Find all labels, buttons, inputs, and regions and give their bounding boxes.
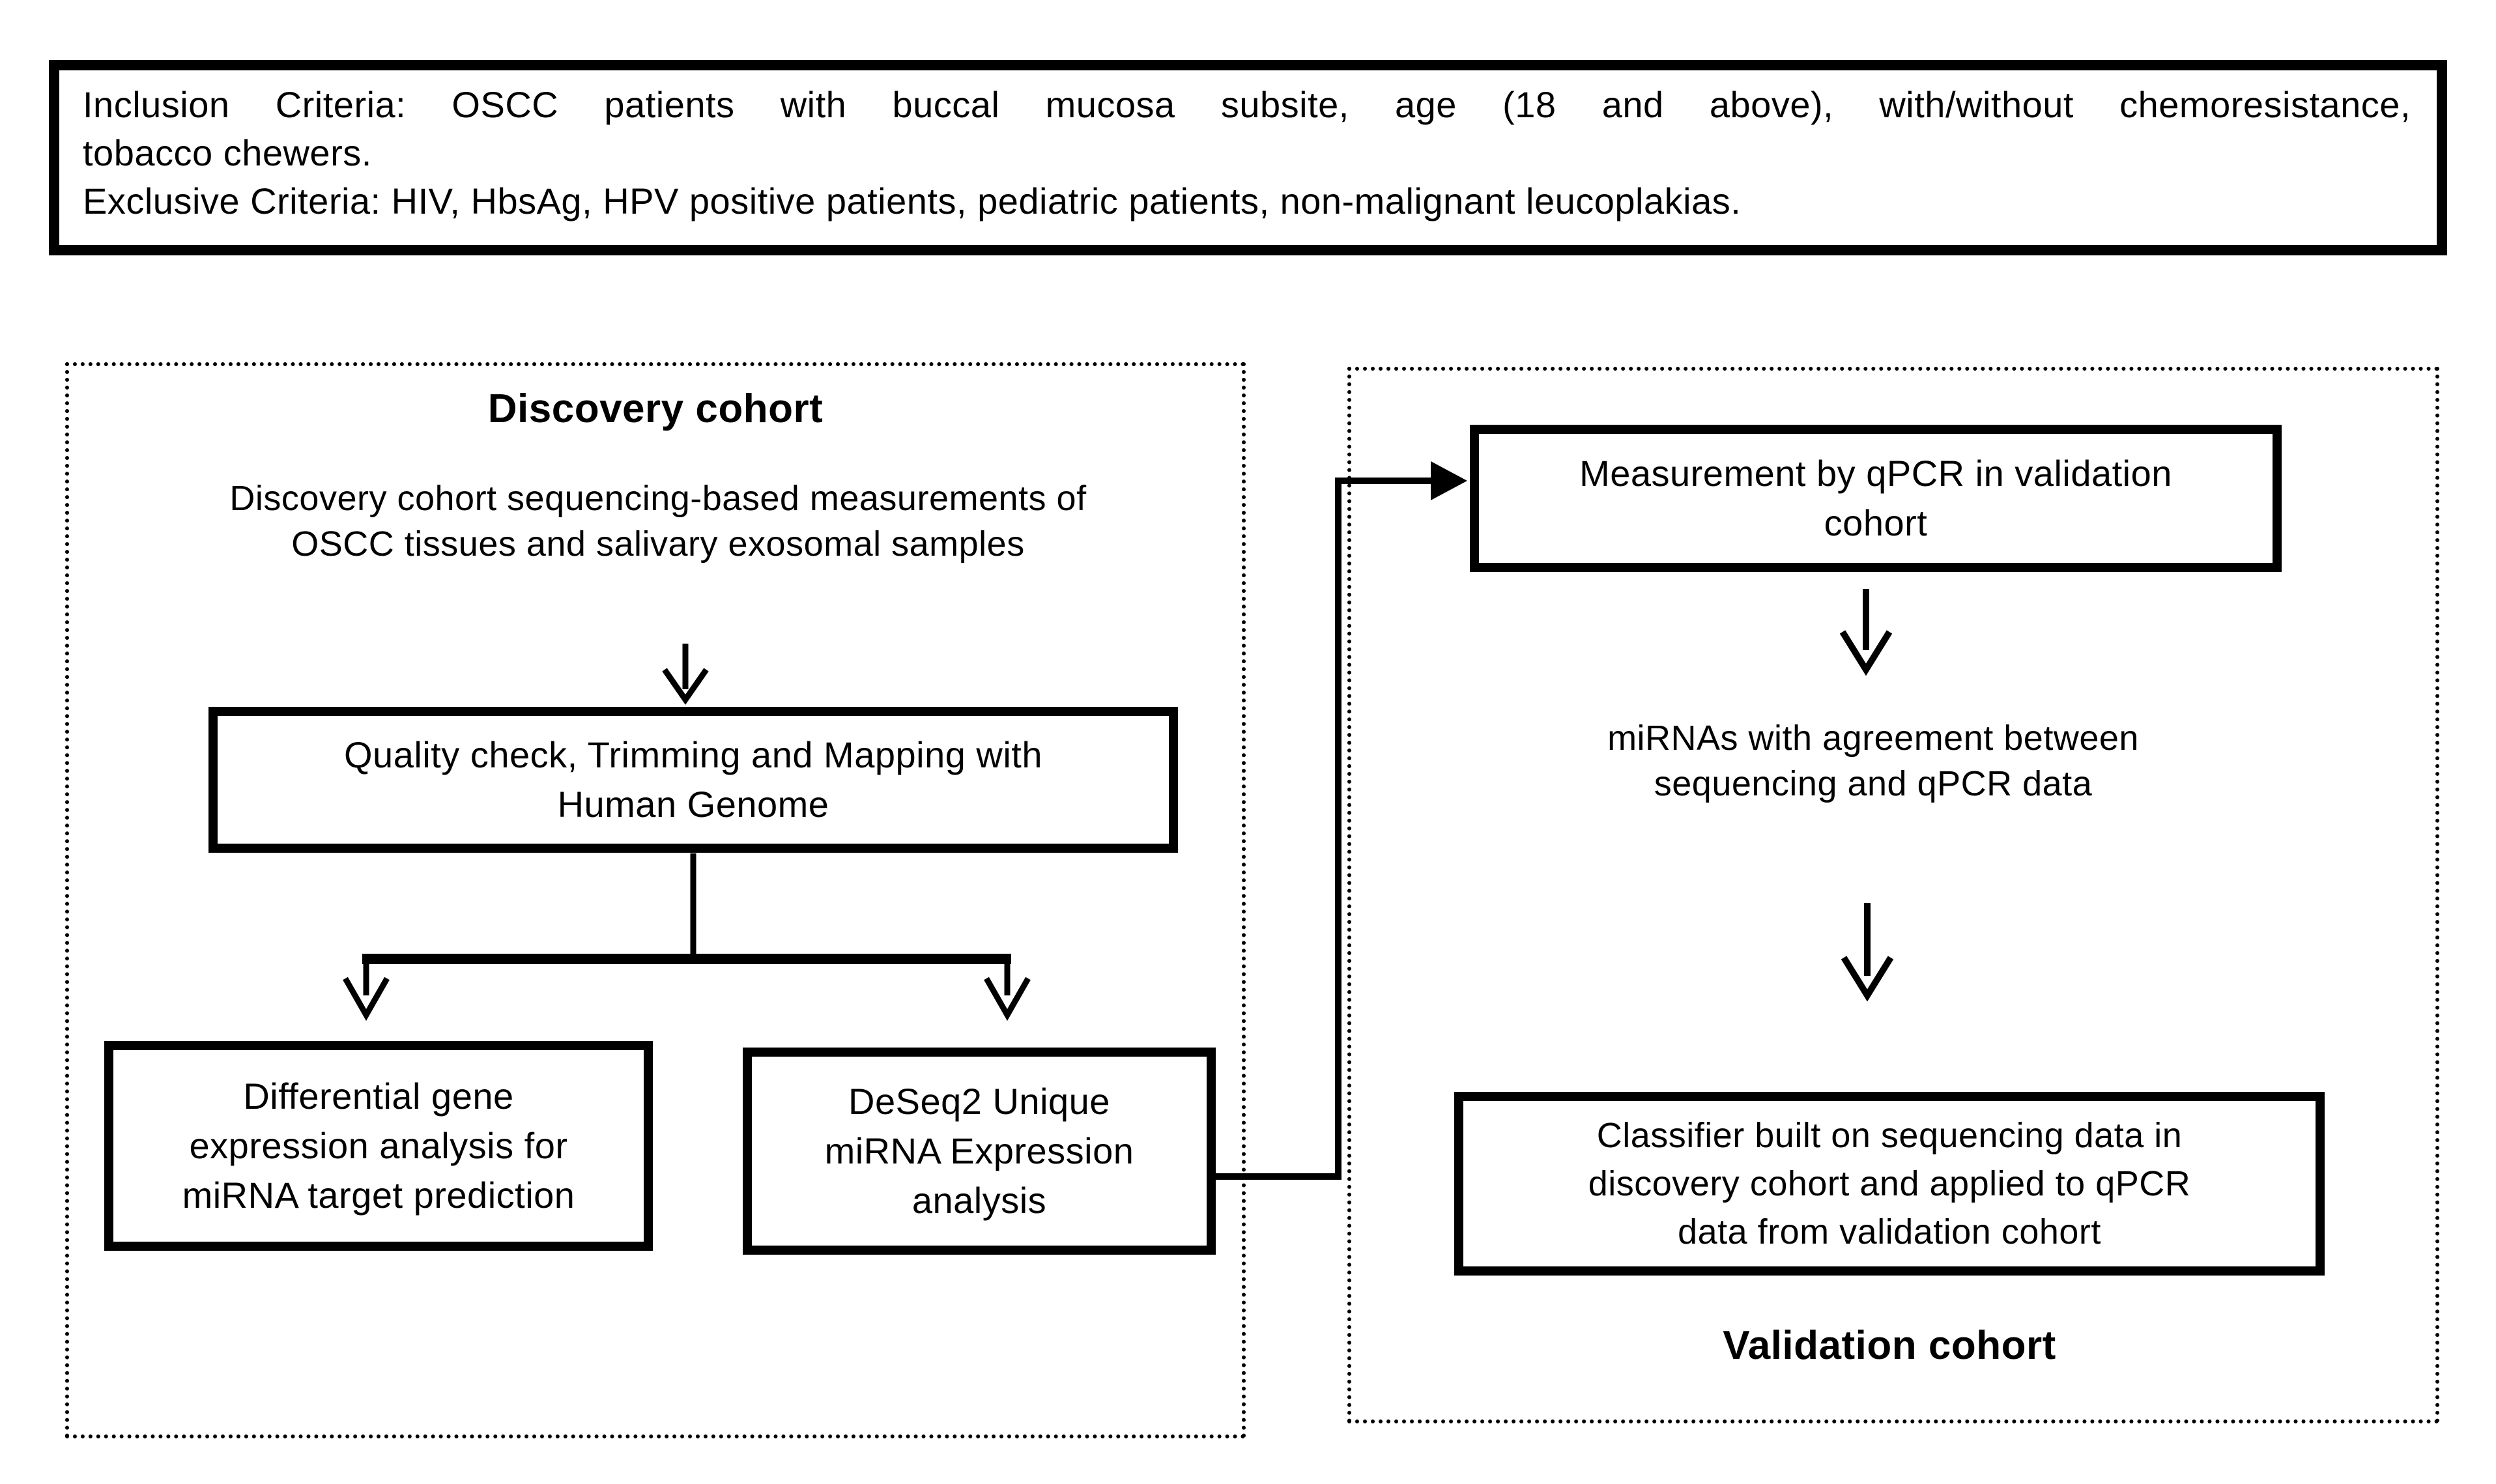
elbow-arrow-icon	[1216, 461, 1467, 1180]
validation-cohort-title: Validation cohort	[1723, 1323, 2056, 1368]
quality-check-line: Human Genome	[557, 784, 829, 825]
qpcr-measurement-line: Measurement by qPCR in validation	[1579, 453, 2172, 494]
inclusion-criteria-line: Inclusion Criteria: OSCC patients with b…	[83, 84, 2411, 125]
classifier-box: Classifier built on sequencing data in d…	[1454, 1092, 2325, 1276]
classifier-line: discovery cohort and applied to qPCR	[1588, 1164, 2191, 1203]
discovery-intro-text: Discovery cohort sequencing-based measur…	[85, 476, 1231, 567]
quality-check-line: Quality check, Trimming and Mapping with	[344, 734, 1042, 775]
agreement-line: miRNAs with agreement between	[1607, 719, 2139, 758]
branch-connector	[343, 853, 1031, 1021]
arrow-down-icon	[662, 644, 709, 705]
deseq2-analysis-line: analysis	[911, 1180, 1047, 1221]
differential-expression-line: Differential gene	[243, 1076, 514, 1117]
criteria-box: Inclusion Criteria: OSCC patients with b…	[49, 60, 2447, 255]
agreement-line: sequencing and qPCR data	[1654, 764, 2093, 803]
arrow-down-icon	[1839, 589, 1893, 676]
differential-expression-line: miRNA target prediction	[182, 1175, 575, 1216]
discovery-cohort-title: Discovery cohort	[487, 386, 824, 431]
deseq2-analysis-box: DeSeq2 Unique miRNA Expression analysis	[743, 1048, 1216, 1255]
classifier-line: data from validation cohort	[1678, 1212, 2101, 1251]
qpcr-measurement-line: cohort	[1824, 502, 1928, 543]
agreement-text: miRNAs with agreement between sequencing…	[1485, 715, 2261, 806]
deseq2-analysis-line: DeSeq2 Unique	[848, 1081, 1110, 1122]
validation-panel	[1347, 367, 2439, 1423]
exclusive-criteria-line: Exclusive Criteria: HIV, HbsAg, HPV posi…	[83, 180, 1742, 221]
differential-expression-line: expression analysis for	[189, 1125, 568, 1166]
inclusion-criteria-continuation: tobacco chewers.	[83, 132, 372, 173]
classifier-line: Classifier built on sequencing data in	[1596, 1116, 2183, 1155]
qpcr-measurement-box: Measurement by qPCR in validation cohort	[1470, 425, 2282, 572]
discovery-intro-line: Discovery cohort sequencing-based measur…	[229, 479, 1087, 518]
arrow-down-icon	[1841, 903, 1894, 1002]
deseq2-analysis-line: miRNA Expression	[824, 1130, 1134, 1171]
discovery-intro-line: OSCC tissues and salivary exosomal sampl…	[291, 524, 1025, 564]
discovery-panel	[65, 362, 1246, 1438]
differential-expression-box: Differential gene expression analysis fo…	[104, 1041, 653, 1251]
quality-check-box: Quality check, Trimming and Mapping with…	[208, 707, 1178, 853]
